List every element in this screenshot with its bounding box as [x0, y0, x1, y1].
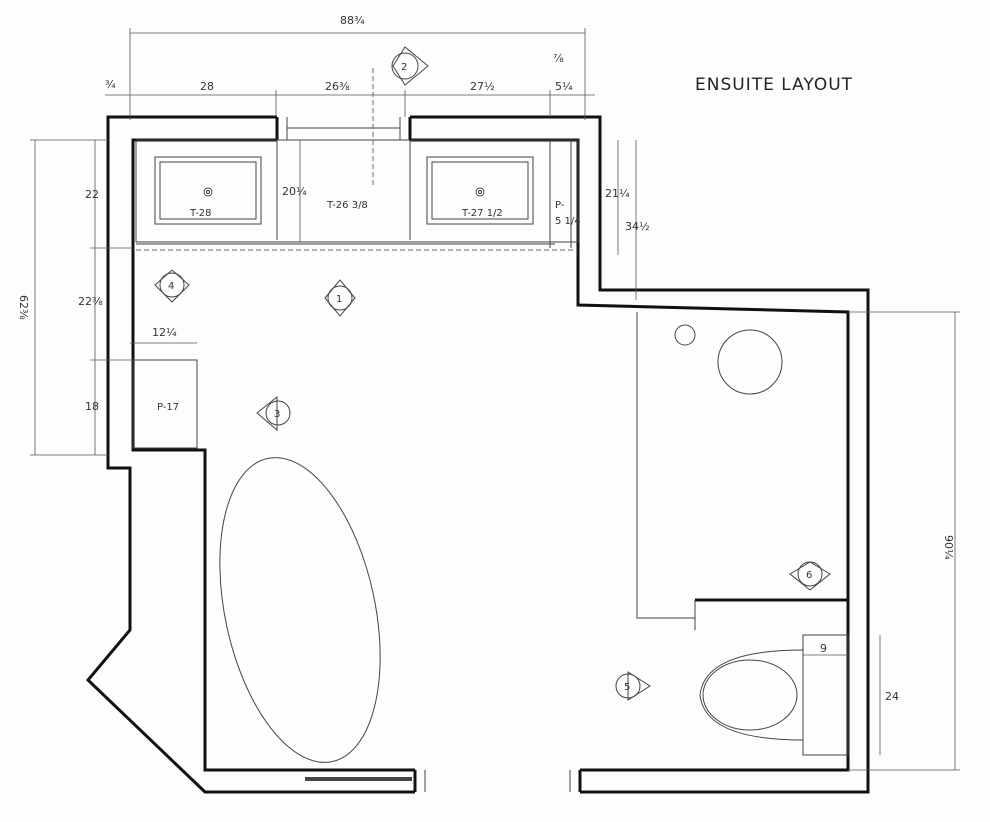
- marker-6: 6: [789, 561, 831, 591]
- sink-left-label: T-28: [189, 208, 212, 219]
- svg-text:18: 18: [85, 400, 99, 413]
- marker-2: 2: [391, 46, 429, 86]
- bathtub: [219, 457, 381, 763]
- svg-text:20¼: 20¼: [282, 185, 307, 198]
- sink-left: [154, 156, 262, 225]
- svg-text:9: 9: [820, 642, 827, 655]
- svg-text:34½: 34½: [625, 220, 650, 233]
- svg-text:12¼: 12¼: [152, 326, 177, 339]
- shower-head-icon: [717, 329, 783, 395]
- svg-text:62⅜: 62⅜: [17, 295, 30, 320]
- pantry-label-b: 5 1/4: [555, 216, 581, 227]
- svg-text:24: 24: [885, 690, 899, 703]
- svg-text:26⅜: 26⅜: [325, 80, 350, 93]
- svg-text:28: 28: [200, 80, 214, 93]
- window: [286, 117, 401, 140]
- marker-5: 5: [615, 671, 651, 701]
- svg-text:27½: 27½: [470, 80, 495, 93]
- shower: [636, 312, 848, 630]
- svg-text:90¼: 90¼: [942, 535, 955, 560]
- sink-right-label: T-27 1/2: [461, 208, 503, 219]
- svg-text:5: 5: [624, 682, 630, 693]
- svg-text:⅞: ⅞: [553, 52, 564, 65]
- cabinet-label: P-17: [157, 402, 179, 413]
- center-label: T-26 3/8: [326, 200, 368, 211]
- view-markers: 1 2 3 4 5 6: [154, 46, 831, 701]
- plan-title: ENSUITE LAYOUT: [695, 75, 853, 95]
- svg-text:5¼: 5¼: [555, 80, 573, 93]
- svg-text:¾: ¾: [105, 78, 116, 91]
- marker-4: 4: [154, 269, 190, 303]
- marker-1: 1: [324, 279, 356, 317]
- valve-icon: [674, 324, 696, 346]
- svg-text:4: 4: [168, 281, 174, 292]
- sink-right: [426, 156, 534, 225]
- svg-text:3: 3: [274, 409, 280, 420]
- dimension-labels: 88¾ ¾ 28 26⅜ 27½ 5¼ ⅞ 20¼ 21¼ 34½ 62⅜ 22…: [17, 14, 955, 703]
- marker-3: 3: [256, 395, 291, 432]
- svg-text:22: 22: [85, 188, 99, 201]
- svg-text:21¼: 21¼: [605, 187, 630, 200]
- svg-text:22⅜: 22⅜: [78, 295, 103, 308]
- pantry-label-a: P-: [555, 200, 565, 211]
- svg-text:2: 2: [401, 62, 407, 73]
- svg-text:6: 6: [806, 570, 812, 581]
- svg-text:88¾: 88¾: [340, 14, 365, 27]
- cabinet: P-17: [132, 359, 198, 449]
- svg-text:1: 1: [336, 294, 342, 305]
- dimension-lines: [30, 28, 960, 771]
- toilet: [699, 634, 849, 756]
- vanity: T-28 T-26 3/8 T-27 1/2 P- 5 1/4: [135, 68, 581, 251]
